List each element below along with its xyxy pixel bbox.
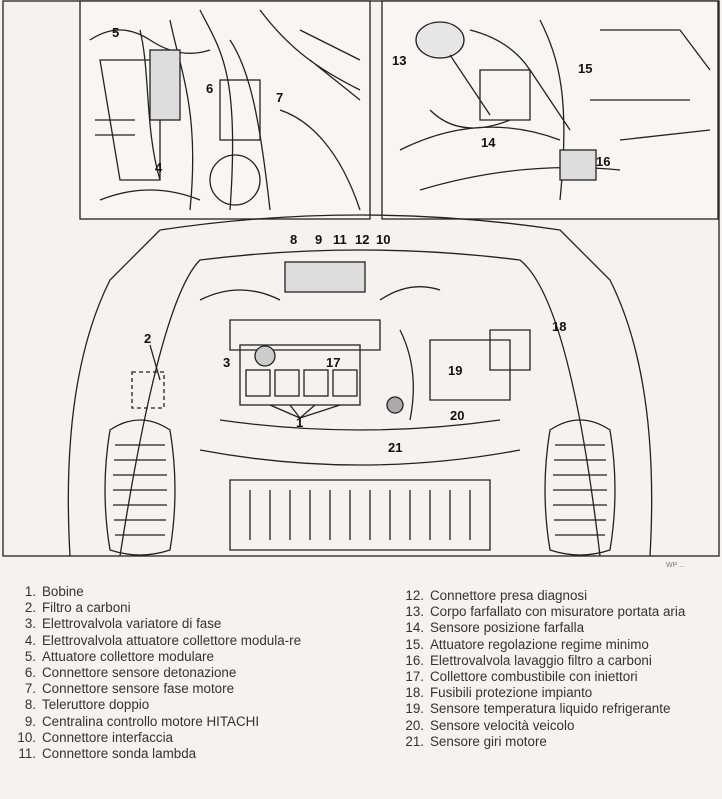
- legend-text: Centralina controllo motore HITACHI: [42, 713, 260, 729]
- callout-4: 4: [155, 160, 163, 175]
- grille-right: [544, 419, 616, 556]
- legend-item: 21. Sensore giri motore: [396, 734, 718, 750]
- callout-14: 14: [481, 135, 496, 150]
- callout-2: 2: [144, 331, 151, 346]
- legend-item: 13. Corpo farfallato con misuratore porta…: [396, 604, 718, 620]
- legend-text: Filtro a carboni: [42, 600, 131, 616]
- callout-19: 19: [448, 363, 462, 378]
- legend-text: Connettore sensore fase motore: [42, 681, 235, 697]
- legend-number: 5.: [24, 648, 36, 664]
- legend-text: Connettore interfaccia: [42, 729, 174, 745]
- legend-item: 20. Sensore velocità veicolo: [396, 718, 718, 734]
- legend-text: Collettore combustibile con iniettori: [430, 669, 638, 685]
- inset-left-detail: [79, 0, 371, 220]
- engine-bay-diagram: 5 6 7 4 13 15 14 16 8 9 11 12 10 2 3 17 …: [2, 0, 720, 557]
- callout-20: 20: [450, 408, 464, 423]
- callout-21: 21: [388, 440, 402, 455]
- callout-1: 1: [296, 415, 303, 430]
- legend-text: Bobine: [42, 584, 84, 599]
- grille-left: [104, 419, 176, 556]
- legend-item: 11. Connettore sonda lambda: [8, 746, 353, 762]
- legend-text: Teleruttore doppio: [42, 697, 150, 713]
- legend-number: 6.: [24, 665, 36, 681]
- legend-text: Connettore sensore detonazione: [42, 665, 237, 681]
- hood-outline: [67, 214, 653, 557]
- legend-item: 8. Teleruttore doppio: [8, 697, 353, 713]
- legend-number: 18.: [405, 685, 424, 701]
- figure-code: WP ...: [666, 562, 685, 569]
- legend-number: 13.: [405, 604, 424, 620]
- callout-7: 7: [276, 90, 283, 105]
- legend-text: Sensore giri motore: [430, 733, 547, 749]
- legend-number: 21.: [405, 733, 424, 749]
- callout-3: 3: [223, 355, 230, 370]
- legend-item: 12. Connettore presa diagnosi: [396, 588, 718, 604]
- legend-item: 17. Collettore combustibile con iniettori: [396, 669, 718, 685]
- callout-18: 18: [552, 319, 566, 334]
- legend-text: Fusibili protezione impianto: [430, 685, 593, 701]
- legend-left: 1. Bobine 2. Filtro a carboni 3. Elettrovalvo…: [8, 584, 353, 762]
- callout-17: 17: [326, 355, 340, 370]
- callout-15: 15: [578, 61, 592, 76]
- callout-5: 5: [112, 25, 119, 40]
- inset-right-detail: [381, 0, 719, 220]
- legend-right: 12. Connettore presa diagnosi 13. Corpo far…: [396, 588, 718, 750]
- callout-13: 13: [392, 53, 406, 68]
- legend-text: Connettore sonda lambda: [42, 746, 197, 762]
- legend-number: 17.: [405, 669, 424, 685]
- legend-text: Elettrovalvola variatore di fase: [42, 616, 222, 632]
- legend-number: 2.: [24, 600, 36, 616]
- legend-text: Sensore posizione farfalla: [430, 620, 585, 636]
- legend-text: Sensore velocità veicolo: [430, 717, 575, 733]
- legend-item: 2. Filtro a carboni: [8, 600, 353, 616]
- legend-number: 14.: [405, 620, 424, 636]
- legend-number: 12.: [405, 588, 424, 603]
- callout-10: 10: [376, 232, 390, 247]
- callout-16: 16: [596, 154, 610, 169]
- legend-text: Elettrovalvola lavaggio filtro a carboni: [430, 652, 652, 668]
- callout-12: 12: [355, 232, 369, 247]
- legend-number: 8.: [24, 697, 36, 713]
- legend-number: 19.: [405, 701, 424, 717]
- legend-item: 5. Attuatore collettore modulare: [8, 649, 353, 665]
- legend-text: Attuatore collettore modulare: [42, 648, 214, 664]
- callout-6: 6: [206, 81, 213, 96]
- callout-9: 9: [315, 232, 322, 247]
- legend-text: Elettrovalvola attuatore collettore modu…: [42, 632, 302, 648]
- legend-number: 9.: [24, 713, 36, 729]
- legend-text: Sensore temperatura liquido refrigerante: [430, 701, 671, 717]
- legend-text: Attuatore regolazione regime minimo: [430, 636, 649, 652]
- legend-item: 19. Sensore temperatura liquido refrigera…: [396, 701, 718, 717]
- legend-text: Connettore presa diagnosi: [430, 588, 588, 603]
- callout-11: 11: [333, 232, 347, 247]
- legend-item: 7. Connettore sensore fase motore: [8, 681, 353, 697]
- legend-text: Corpo farfallato con misuratore portata …: [430, 604, 686, 620]
- legend-item: 9. Centralina controllo motore HITACHI: [8, 714, 353, 730]
- legend-item: 15. Attuatore regolazione regime minimo: [396, 637, 718, 653]
- legend-number: 16.: [405, 652, 424, 668]
- legend-item: 16. Elettrovalvola lavaggio filtro a carb…: [396, 653, 718, 669]
- legend-item: 4. Elettrovalvola attuatore collettore mo…: [8, 633, 353, 649]
- legend-item: 18. Fusibili protezione impianto: [396, 685, 718, 701]
- legend-item: 6. Connettore sensore detonazione: [8, 665, 353, 681]
- legend-item: 3. Elettrovalvola variatore di fase: [8, 616, 353, 632]
- legend-number: 11.: [18, 746, 36, 762]
- legend-item: 10. Connettore interfaccia: [8, 730, 353, 746]
- legend-number: 7.: [24, 681, 36, 697]
- legend-item: 1. Bobine: [8, 584, 353, 600]
- carbon-filter-outline: [131, 371, 165, 409]
- legend-number: 15.: [405, 636, 424, 652]
- legend-number: 20.: [405, 717, 424, 733]
- legend-number: 10.: [17, 729, 36, 745]
- callout-8: 8: [290, 232, 297, 247]
- legend-number: 4.: [24, 632, 36, 648]
- legend-number: 1.: [24, 584, 36, 599]
- legend-number: 3.: [24, 616, 36, 632]
- engine: [149, 261, 531, 551]
- legend-item: 14. Sensore posizione farfalla: [396, 620, 718, 636]
